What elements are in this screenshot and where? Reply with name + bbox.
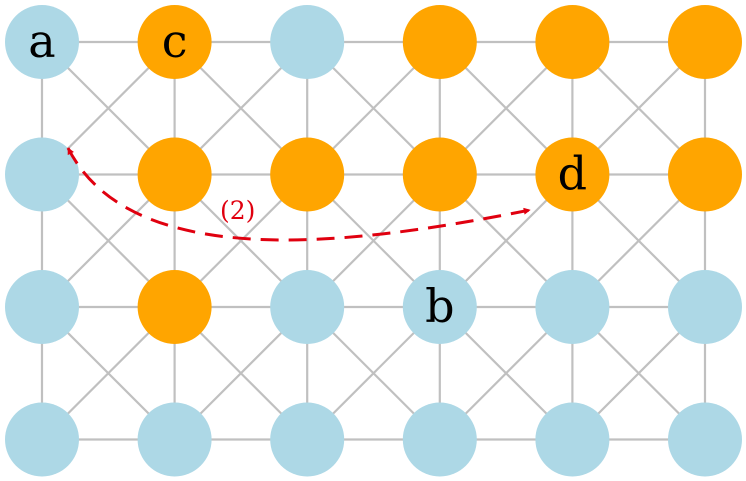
node-blue <box>270 402 345 477</box>
node-orange <box>137 5 212 79</box>
node-blue <box>668 402 742 477</box>
node-orange <box>668 5 742 79</box>
node-blue <box>5 270 79 344</box>
node-orange <box>402 5 477 79</box>
edge-layer <box>40 40 707 441</box>
node-blue <box>402 270 477 344</box>
node-label-b: b <box>425 279 454 333</box>
node-blue <box>5 5 79 79</box>
node-blue <box>5 137 79 212</box>
node-blue <box>535 402 610 477</box>
node-label-d: d <box>558 147 587 201</box>
node-blue <box>402 402 477 477</box>
node-blue <box>270 5 345 79</box>
path-layer: (2) <box>66 147 531 242</box>
node-orange <box>402 137 477 212</box>
node-blue <box>137 402 212 477</box>
node-blue <box>535 270 610 344</box>
node-orange <box>137 137 212 212</box>
node-orange <box>137 270 212 344</box>
node-label-c: c <box>162 14 188 68</box>
node-orange <box>535 5 610 79</box>
node-blue <box>668 270 742 344</box>
node-blue <box>270 270 345 344</box>
node-orange <box>270 137 345 212</box>
node-blue <box>5 402 79 477</box>
path-label: (2) <box>220 196 255 225</box>
node-orange <box>668 137 742 212</box>
node-orange <box>535 137 610 212</box>
node-label-a: a <box>28 14 55 68</box>
